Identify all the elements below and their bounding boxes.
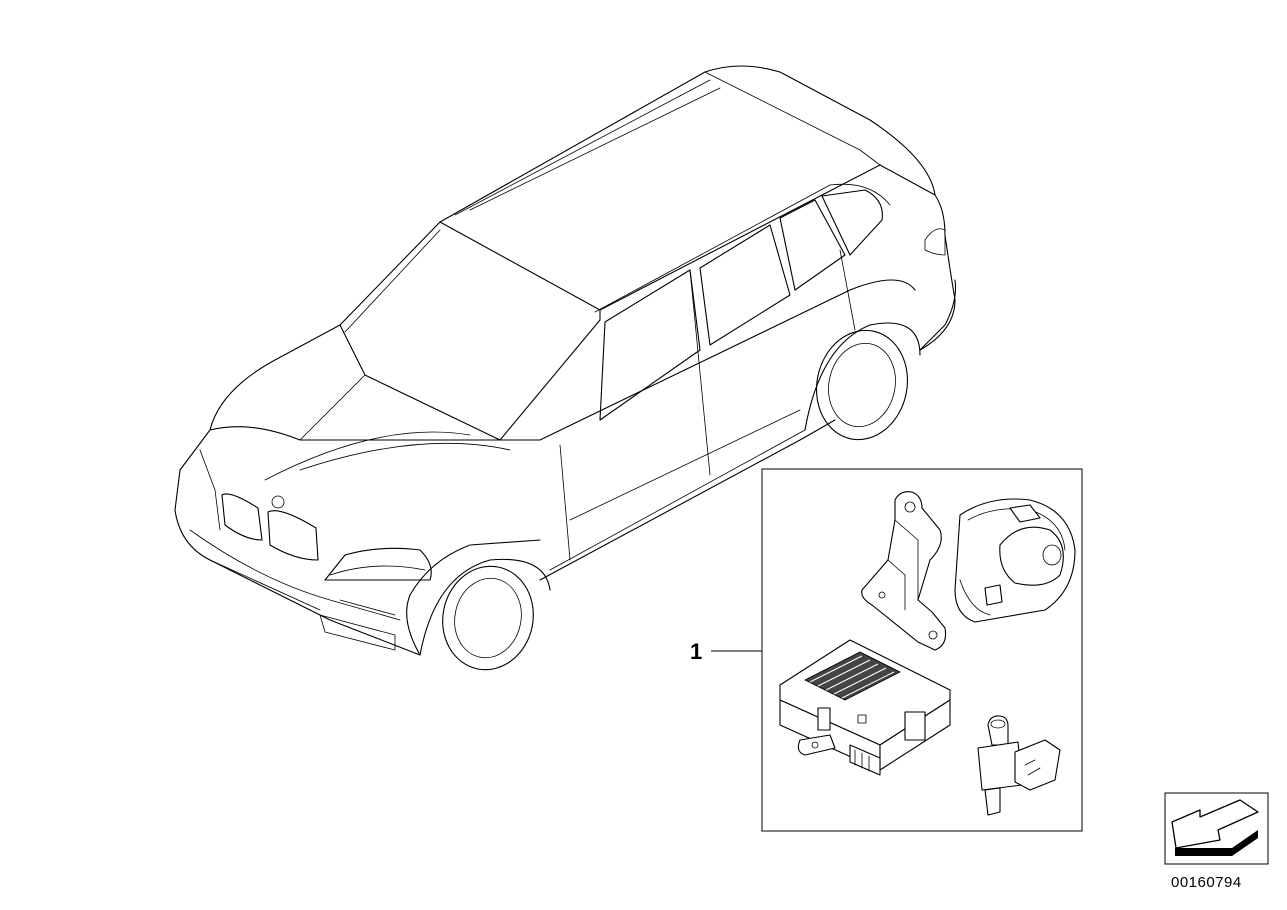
- suv-illustration: [174, 65, 957, 671]
- diagram-number: 00160794: [1171, 874, 1242, 891]
- mounting-bracket-icon[interactable]: [861, 491, 947, 651]
- control-unit-icon[interactable]: [779, 639, 951, 776]
- back-arrow-icon[interactable]: [1164, 792, 1269, 865]
- alarm-sensor-icon[interactable]: [954, 498, 1076, 623]
- callout-label-1[interactable]: 1: [690, 639, 702, 664]
- contact-switch-icon[interactable]: [977, 715, 1061, 816]
- parts-kit-box: [761, 468, 1083, 832]
